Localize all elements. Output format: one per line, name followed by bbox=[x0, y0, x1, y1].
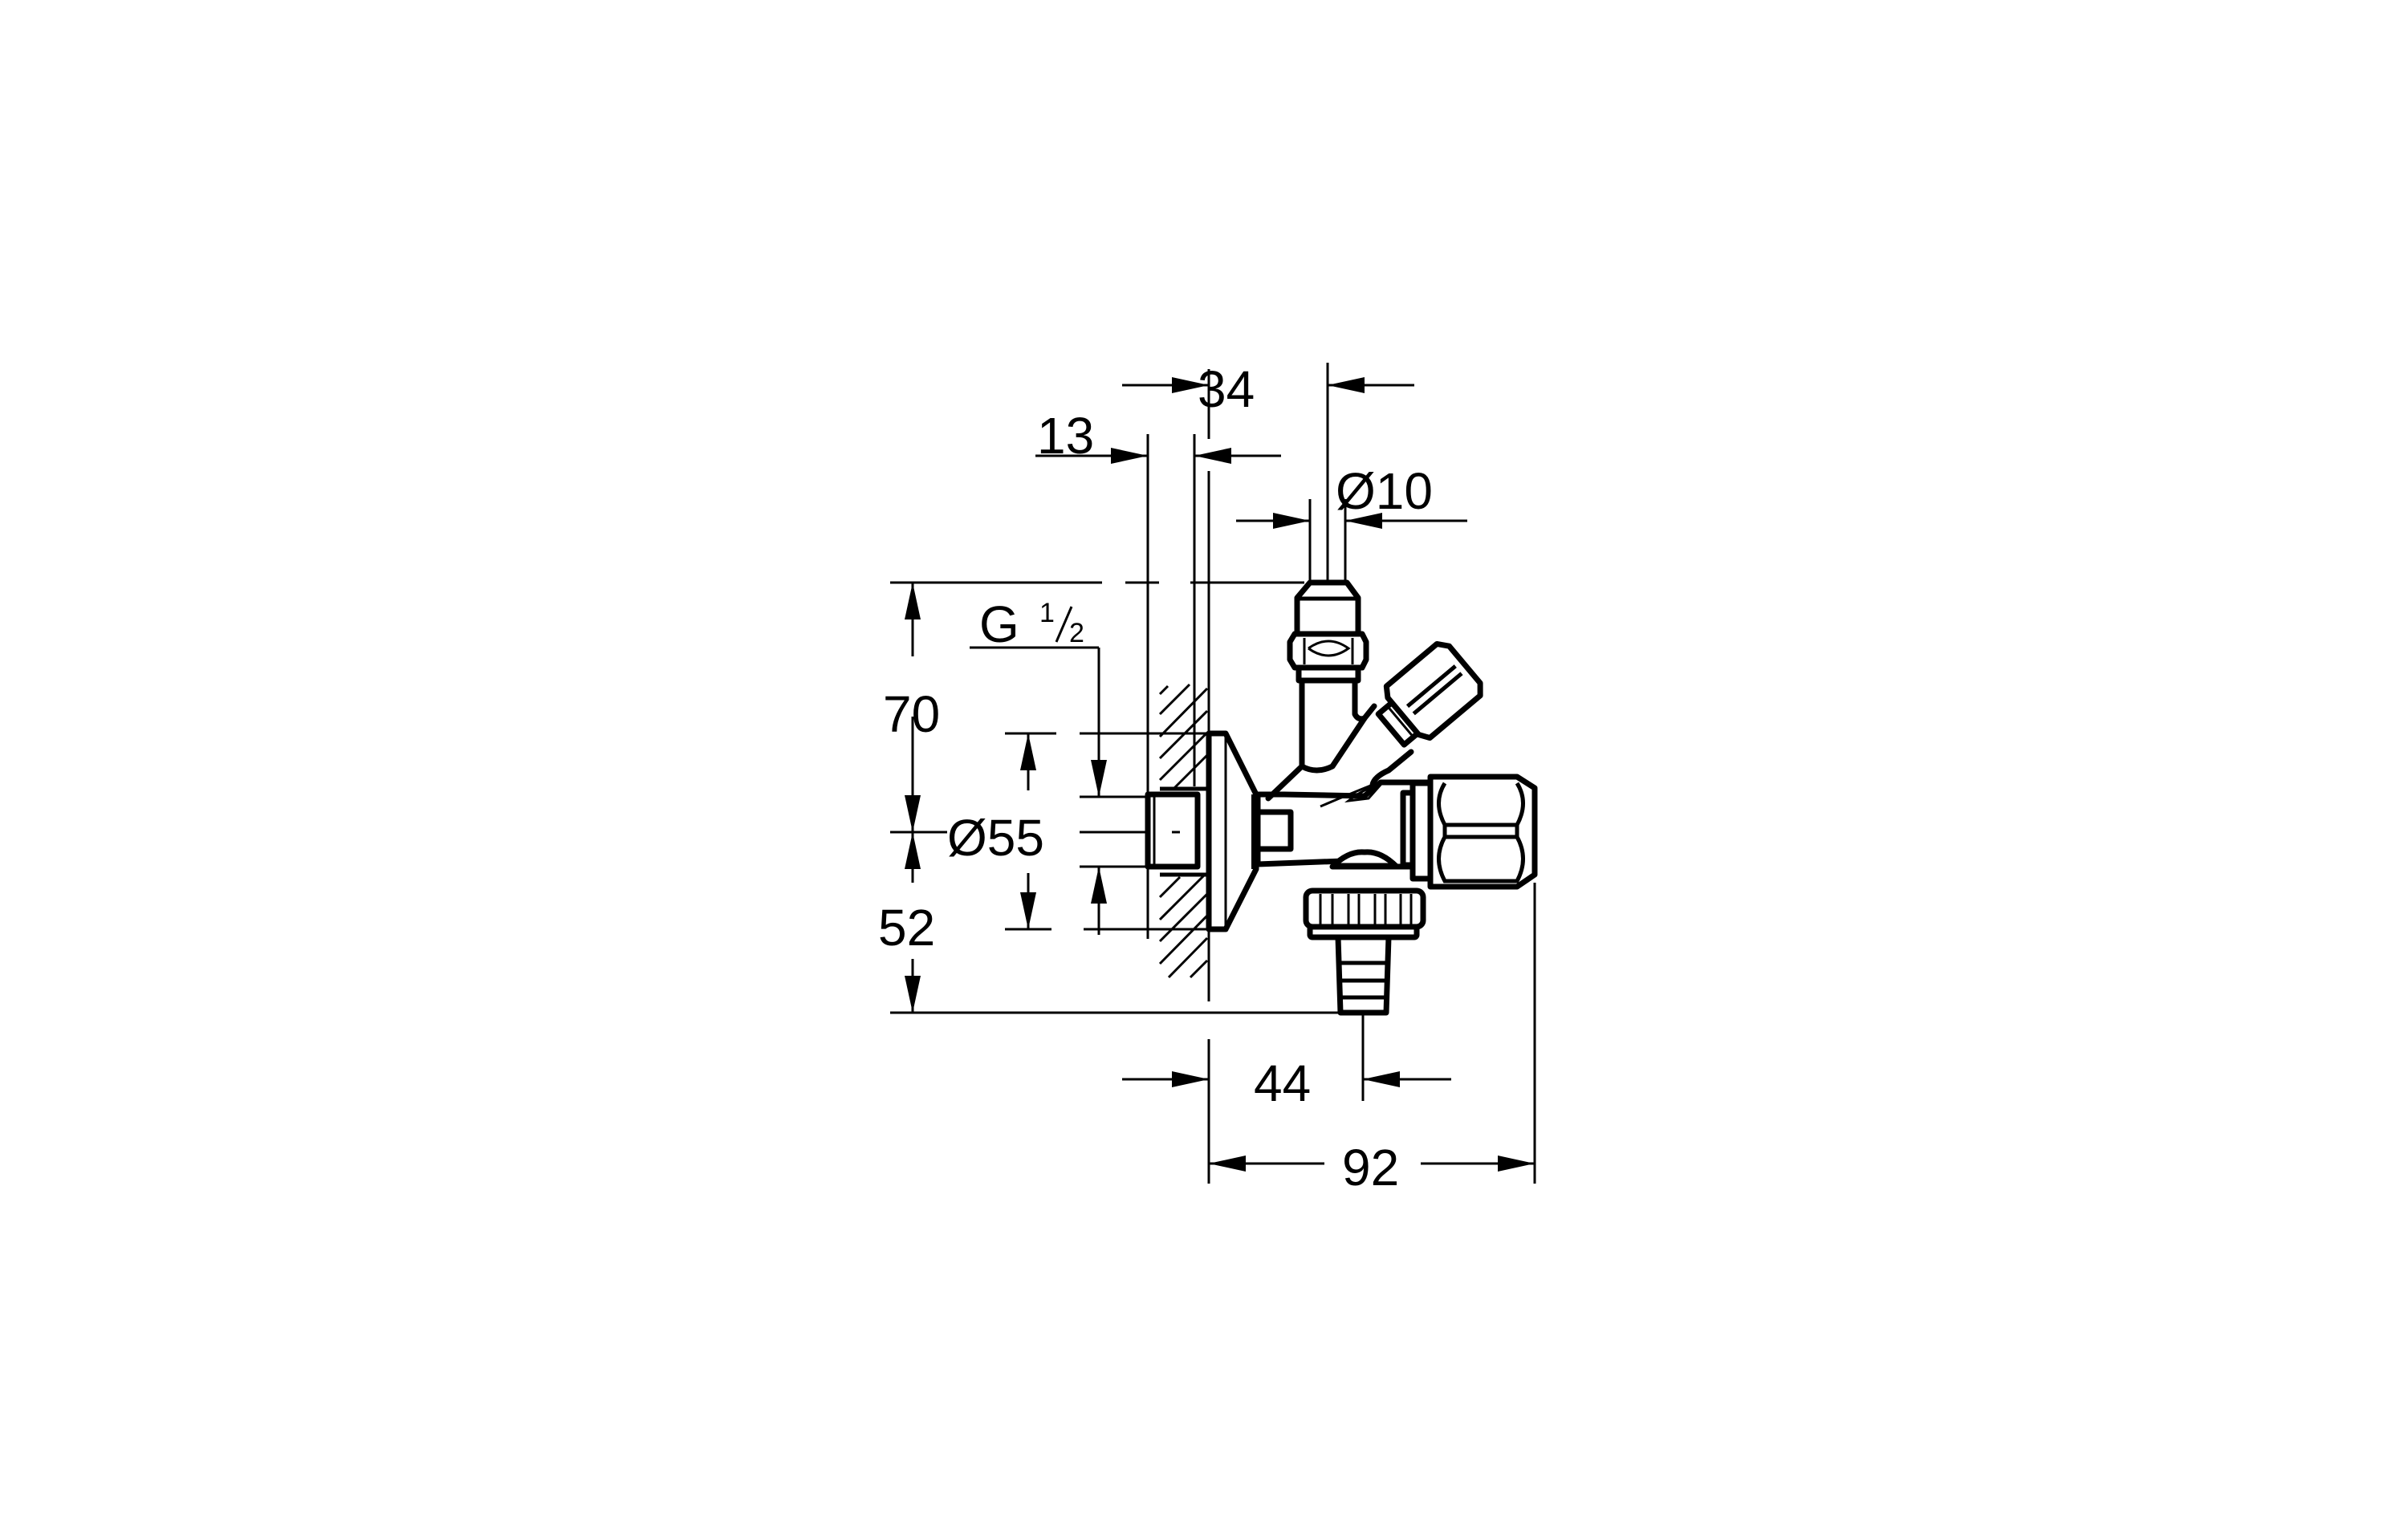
dim-92-label: 92 bbox=[1342, 1139, 1399, 1196]
hose-barb bbox=[1335, 934, 1392, 1016]
dimension-92: 92 bbox=[1209, 1139, 1535, 1196]
dim-44-label: 44 bbox=[1254, 1054, 1311, 1112]
dimension-34: 34 bbox=[1122, 360, 1414, 418]
thread-fraction-num: 1 bbox=[1039, 598, 1055, 628]
dim-52-label: 52 bbox=[878, 899, 935, 957]
dimension-diameter-55: Ø55 bbox=[947, 733, 1044, 929]
dimension-diameter-10: Ø10 bbox=[1236, 462, 1467, 529]
angled-connection-nut bbox=[1375, 640, 1483, 748]
dim-d55-label: Ø55 bbox=[947, 809, 1044, 867]
dimension-70-52: 70 52 bbox=[878, 583, 940, 1013]
dimension-thread-g-half: G 1 2 bbox=[970, 595, 1107, 935]
dimension-44: 44 bbox=[1122, 1054, 1451, 1112]
threaded-stub bbox=[1145, 786, 1209, 877]
wall-rosette bbox=[1206, 730, 1259, 932]
knurled-nut bbox=[1303, 887, 1426, 940]
dimension-13: 13 bbox=[1035, 407, 1281, 465]
side-outlet-nut bbox=[1400, 774, 1538, 890]
wall-hatch bbox=[1158, 683, 1209, 979]
thread-fraction-den: 2 bbox=[1069, 618, 1084, 648]
dim-13-label: 13 bbox=[1037, 407, 1094, 465]
compression-fitting-top bbox=[1287, 579, 1369, 684]
dim-34-label: 34 bbox=[1198, 360, 1255, 418]
dim-d10-label: Ø10 bbox=[1336, 462, 1433, 520]
thread-g-label: G bbox=[979, 595, 1019, 653]
